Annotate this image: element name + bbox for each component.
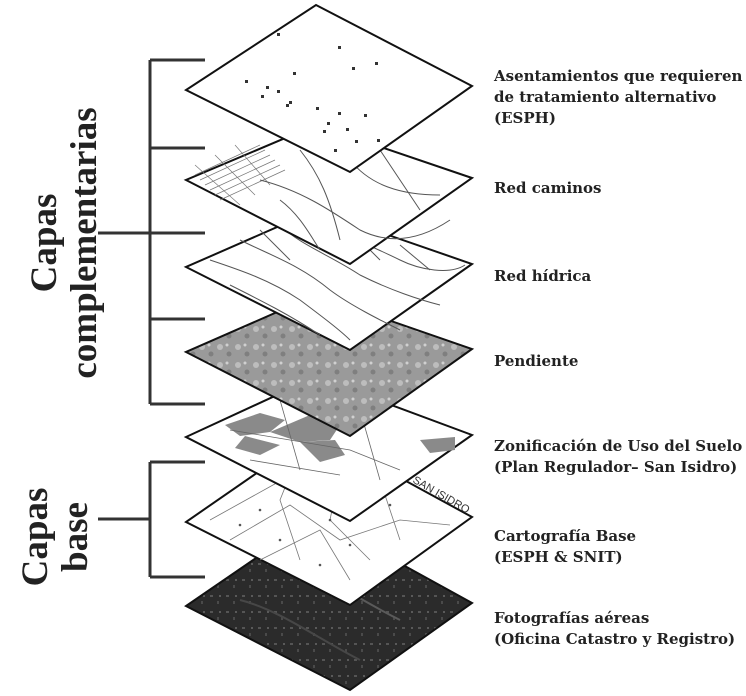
layer-label-hidrica: Red hídrica (494, 266, 591, 287)
group-label-line: Capas (24, 193, 65, 293)
layer-label-cartografia: Cartografía Base (ESPH & SNIT) (494, 526, 636, 568)
layer-label-line: Cartografía Base (494, 527, 637, 545)
layer-label-line: (Oficina Catastro y Registro) (494, 630, 736, 648)
layer-label-line: Red caminos (494, 179, 602, 197)
group-label-base: Capas base (15, 462, 96, 612)
layer-label-line: (ESPH) (494, 109, 556, 127)
road-network-layer (183, 123, 475, 266)
group-label-line: Capas (15, 487, 56, 587)
layer-label-line: (ESPH & SNIT) (494, 548, 623, 566)
layer-label-pendiente: Pendiente (494, 351, 578, 372)
layer-label-line: Zonificación de Uso del Suelo (494, 437, 743, 455)
layer-label-caminos: Red caminos (494, 178, 602, 199)
slope-layer (183, 293, 475, 438)
complementarias-bracket (98, 58, 205, 406)
base-bracket (98, 460, 205, 579)
layer-label-fotografias: Fotografías aéreas (Oficina Catastro y R… (494, 608, 735, 650)
settlements-layer (183, 3, 474, 174)
layer-label-zonificacion: Zonificación de Uso del Suelo (Plan Regu… (494, 436, 742, 478)
zoning-layer (183, 375, 475, 523)
layer-label-line: Pendiente (494, 352, 579, 370)
layer-label-line: de tratamiento alternativo (494, 88, 717, 106)
layer-label-line: (Plan Regulador– San Isidro) (494, 458, 738, 476)
layer-label-line: Asentamientos que requieren (494, 67, 743, 85)
group-label-line: complementarias (64, 107, 105, 379)
layer-label-line: Red hídrica (494, 267, 592, 285)
group-label-line: base (55, 502, 96, 572)
layer-label-line: Fotografías aéreas (494, 609, 650, 627)
layer-label-esph: Asentamientos que requieren de tratamien… (494, 66, 742, 129)
group-label-complementarias: Capas complementarias (24, 93, 105, 393)
